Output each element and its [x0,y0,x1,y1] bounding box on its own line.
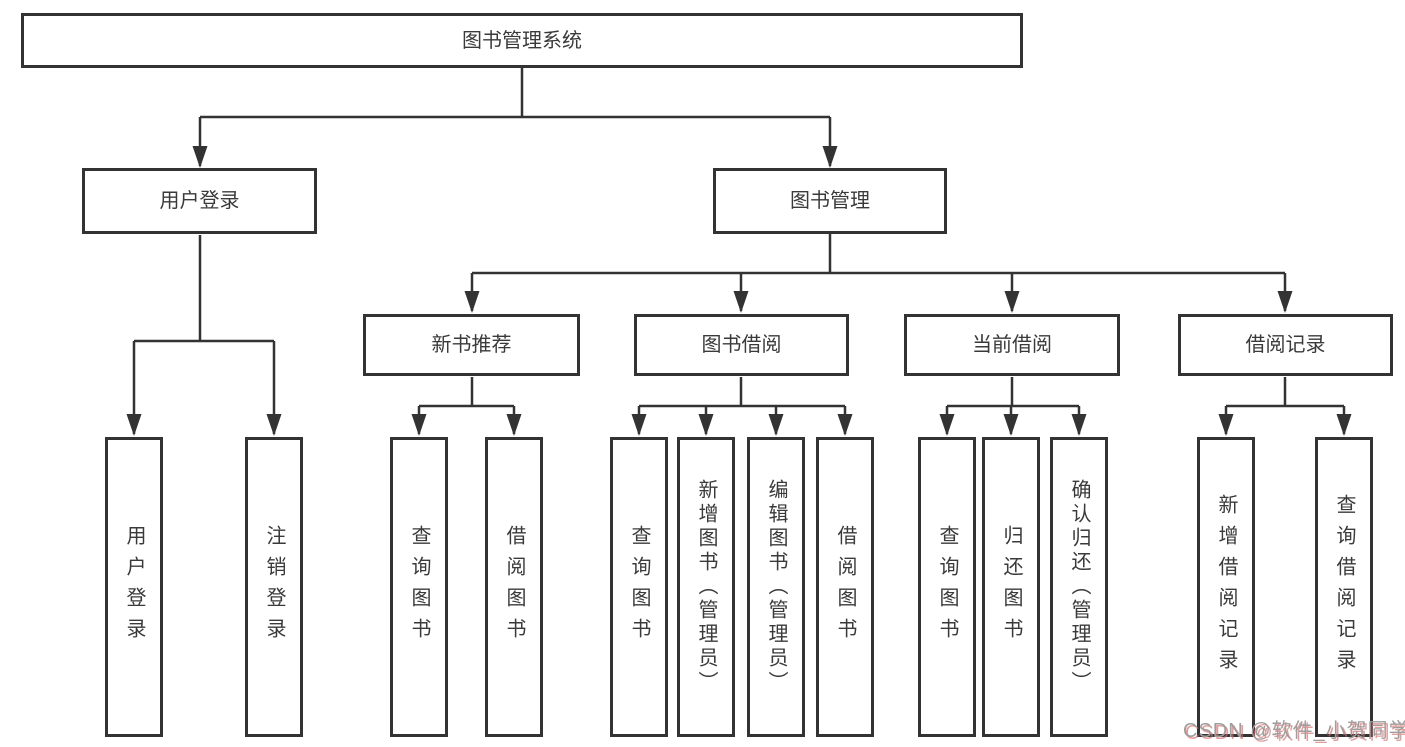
leaf-user-login: 用户登录 [105,437,163,737]
leaf-add-books-admin: 新增图书（管理员） [677,437,735,737]
leaf-query-books-borrowing: 查询图书 [610,437,668,737]
node-root: 图书管理系统 [21,13,1023,68]
leaf-query-borrow-record: 查询借阅记录 [1315,437,1373,737]
node-current-borrowing: 当前借阅 [904,314,1120,376]
leaf-return-books: 归还图书 [982,437,1040,737]
node-user-login: 用户登录 [82,168,317,234]
leaf-query-books-current: 查询图书 [918,437,976,737]
node-book-management: 图书管理 [713,168,947,234]
leaf-logout: 注销登录 [245,437,303,737]
leaf-confirm-return-admin: 确认归还（管理员） [1050,437,1108,737]
node-borrow-records: 借阅记录 [1178,314,1393,376]
leaf-edit-books-admin: 编辑图书（管理员） [747,437,805,737]
leaf-borrow-books-recommend: 借阅图书 [485,437,543,737]
leaf-add-borrow-record: 新增借阅记录 [1197,437,1255,737]
leaf-query-books-recommend: 查询图书 [390,437,448,737]
node-book-borrowing: 图书借阅 [634,314,849,376]
node-new-book-recommend: 新书推荐 [363,314,580,376]
leaf-borrow-books: 借阅图书 [816,437,874,737]
watermark: CSDN @软件_小贺同学 [1183,720,1405,742]
